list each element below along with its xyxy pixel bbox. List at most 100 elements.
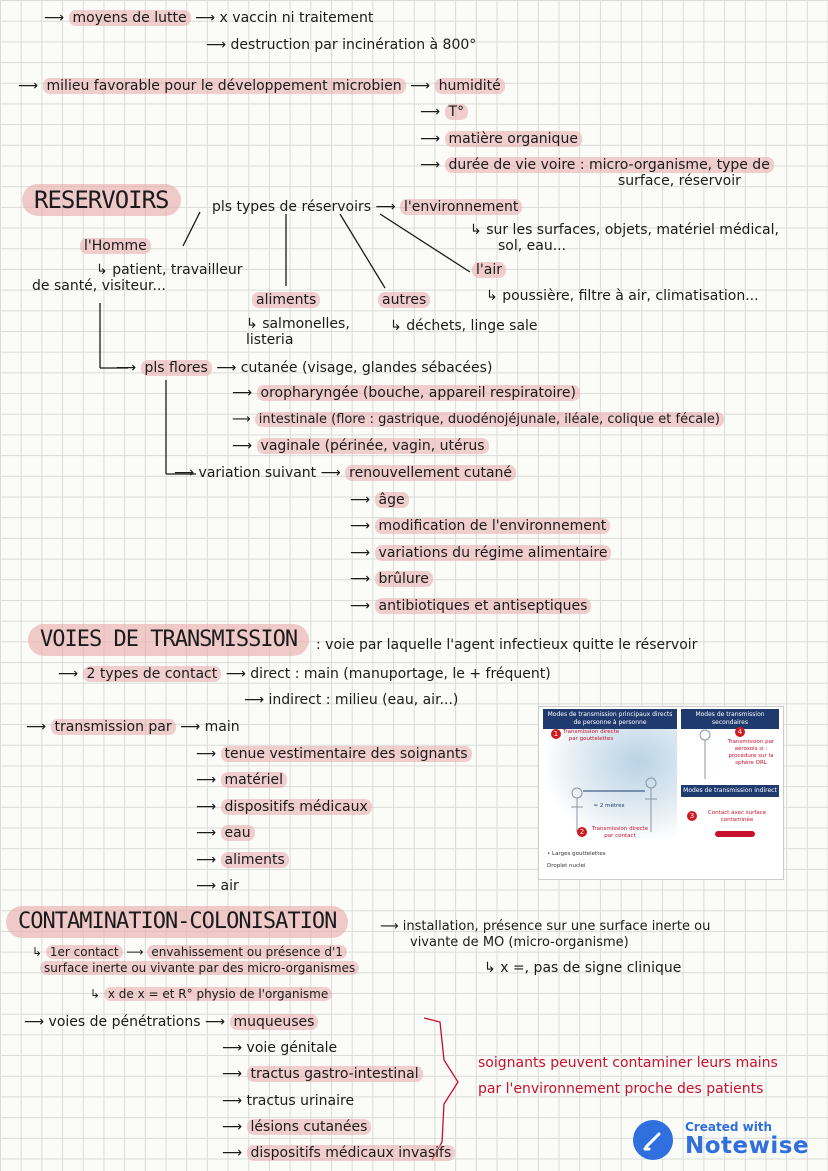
env-detail: ↳ sur les surfaces, objets, matériel méd…	[470, 222, 779, 238]
line-dispositifs-invasifs: ⟶ dispositifs médicaux invasifs	[222, 1145, 456, 1162]
vaginale: vaginale (périnée, vagin, utérus	[256, 438, 489, 454]
line-variation: ⟶ variation suivant ⟶ renouvellement cut…	[174, 465, 517, 482]
antibiotiques: antibiotiques et antiseptiques	[374, 598, 592, 614]
line-antibiotiques: ⟶ antibiotiques et antiseptiques	[350, 598, 592, 615]
air-transmission: air	[220, 878, 239, 894]
figure-legend-2: Droplet nuclei	[547, 863, 586, 869]
temperature: T°	[444, 104, 469, 120]
line-age: ⟶ âge	[350, 492, 409, 509]
figure-label-2: Transmission directe par contact	[591, 826, 649, 839]
tenue-vestimentaire: tenue vestimentaire des soignants	[220, 746, 472, 762]
line-3: ⟶ milieu favorable pour le développement…	[18, 78, 505, 95]
autres-detail: ↳ déchets, linge sale	[390, 318, 538, 334]
vaccin-text: x vaccin ni traitement	[219, 10, 374, 26]
physio-text: x de x = et R° physio de l'organisme	[103, 987, 333, 1001]
pencil-icon	[633, 1120, 673, 1160]
env-detail-text: sur les surfaces, objets, matériel médic…	[486, 222, 779, 238]
notewise-badge: Created with Notewise	[633, 1118, 815, 1162]
regime-alimentaire: variations du régime alimentaire	[374, 545, 612, 561]
line-x-physio: ↳ x de x = et R° physio de l'organisme	[90, 986, 333, 1003]
homme: l'Homme	[80, 238, 151, 255]
installation-text: installation, présence sur une surface i…	[402, 919, 711, 934]
premier-contact: 1er contact	[45, 945, 123, 959]
line-tenue: ⟶ tenue vestimentaire des soignants	[196, 746, 472, 763]
figure-header-indirect: Modes de transmission indirect	[681, 785, 779, 797]
line-4: ⟶ T°	[420, 104, 469, 121]
voie-genitale: voie génitale	[246, 1040, 338, 1056]
envahissement: envahissement ou présence d'1	[147, 945, 347, 959]
note-soignants: soignants peuvent contaminer leurs mains	[478, 1055, 778, 1071]
aliments-detail-text: salmonelles,	[262, 316, 350, 332]
surface-text: surface inerte ou vivante par des micro-…	[40, 961, 360, 975]
autres-text: autres	[378, 292, 431, 308]
oropharyngee: oropharyngée (bouche, appareil respirato…	[256, 385, 580, 401]
dispositifs-medicaux: dispositifs médicaux	[220, 799, 372, 815]
matiere-organique: matière organique	[444, 131, 582, 147]
muqueuses: muqueuses	[229, 1014, 319, 1030]
person-figures-icon	[571, 777, 657, 832]
eau: eau	[220, 825, 255, 841]
line-voie-genitale: ⟶ voie génitale	[222, 1040, 338, 1056]
humidite: humidité	[434, 78, 505, 94]
line-7: surface, réservoir	[618, 173, 741, 189]
figure-header-secondary: Modes de transmission secondaires	[681, 709, 779, 729]
deux-types-contact: 2 types de contact	[82, 666, 222, 682]
line-urinaire: ⟶ tractus urinaire	[222, 1093, 355, 1109]
line-regime: ⟶ variations du régime alimentaire	[350, 545, 612, 562]
line-2-types: ⟶ 2 types de contact ⟶ direct : main (ma…	[58, 666, 551, 682]
aliments-text: aliments	[252, 292, 321, 308]
lesions-cutanees: lésions cutanées	[246, 1119, 372, 1135]
line-intestinale: ⟶ intestinale (flore : gastrique, duodén…	[232, 411, 724, 428]
autres-detail-text: déchets, linge sale	[406, 318, 538, 334]
line-air: ⟶ air	[196, 878, 239, 894]
contact-indirect: indirect : milieu (eau, air...)	[268, 692, 459, 708]
aliments-detail-2: listeria	[246, 332, 294, 348]
line-materiel: ⟶ matériel	[196, 772, 287, 789]
line-6: ⟶ durée de vie voire : micro-organisme, …	[420, 157, 774, 174]
line-1er-contact: ↳ 1er contact ⟶ envahissement ou présenc…	[32, 944, 347, 961]
dispositifs-invasifs: dispositifs médicaux invasifs	[246, 1145, 456, 1161]
air-detail-text: poussière, filtre à air, climatisation..…	[502, 288, 759, 304]
transmission-par: transmission par	[50, 719, 176, 735]
figure-label-3: Contact avec surface contaminée	[707, 810, 767, 823]
aliments: aliments	[252, 292, 321, 309]
pls-flores-text: pls flores	[140, 360, 212, 376]
line-2: ⟶ destruction par incinération à 800°	[206, 37, 477, 53]
line-gastro: ⟶ tractus gastro-intestinal	[222, 1066, 423, 1083]
line-voies-penetration: ⟶ voies de pénétrations ⟶ muqueuses	[24, 1014, 319, 1031]
heading-voies-transmission: VOIES DE TRANSMISSION	[28, 624, 310, 656]
line-surface: surface inerte ou vivante par des micro-…	[40, 960, 360, 977]
heading-contamination: CONTAMINATION-COLONISATION	[6, 906, 349, 938]
figure-header-direct: Modes de transmission principaux directs…	[543, 709, 677, 729]
aliments-transmission: aliments	[220, 852, 289, 868]
line-indirect: ⟶ indirect : milieu (eau, air...)	[244, 692, 459, 708]
line-installation-2: vivante de MO (micro-organisme)	[410, 935, 629, 950]
destruction-text: destruction par incinération à 800°	[230, 37, 477, 53]
figure-distance: ≈ 2 mètres	[593, 803, 625, 809]
figure-num-2: 2	[577, 827, 587, 837]
line-1: ⟶ moyens de lutte ⟶ x vaccin ni traiteme…	[44, 10, 374, 26]
figure-legend-1: • Larges gouttelettes	[547, 851, 606, 857]
line-x-signe: ↳ x =, pas de signe clinique	[484, 960, 682, 976]
age: âge	[374, 492, 409, 508]
transmission-figure: Modes de transmission principaux directs…	[538, 706, 784, 880]
autres: autres	[378, 292, 431, 309]
intestinale: intestinale (flore : gastrique, duodénoj…	[254, 412, 724, 427]
line-dispositifs: ⟶ dispositifs médicaux	[196, 799, 372, 816]
contaminated-surface-icon	[715, 831, 755, 837]
env-detail-2: sol, eau...	[498, 238, 567, 254]
figure-label-1: Transmission directe par gouttelettes	[562, 729, 620, 742]
main: main	[204, 719, 240, 735]
figure-legend-1-text: Larges gouttelettes	[552, 851, 606, 857]
pencil-glyph-icon	[643, 1132, 661, 1151]
person-aerosol-icon	[699, 729, 711, 779]
note-environnement: par l'environnement proche des patients	[478, 1081, 764, 1097]
line-transmission-par: ⟶ transmission par ⟶ main	[26, 719, 240, 735]
line-aliments: ⟶ aliments	[196, 852, 289, 869]
line-brulure: ⟶ brûlure	[350, 571, 433, 588]
homme-detail: ↳ patient, travailleur	[96, 262, 243, 278]
moyens-de-lutte: moyens de lutte	[68, 10, 191, 26]
line-lesions: ⟶ lésions cutanées	[222, 1119, 372, 1136]
badge-notewise: Notewise	[685, 1133, 810, 1159]
pls-flores: ⟶ pls flores ⟶ cutanée (visage, glandes …	[116, 360, 493, 376]
